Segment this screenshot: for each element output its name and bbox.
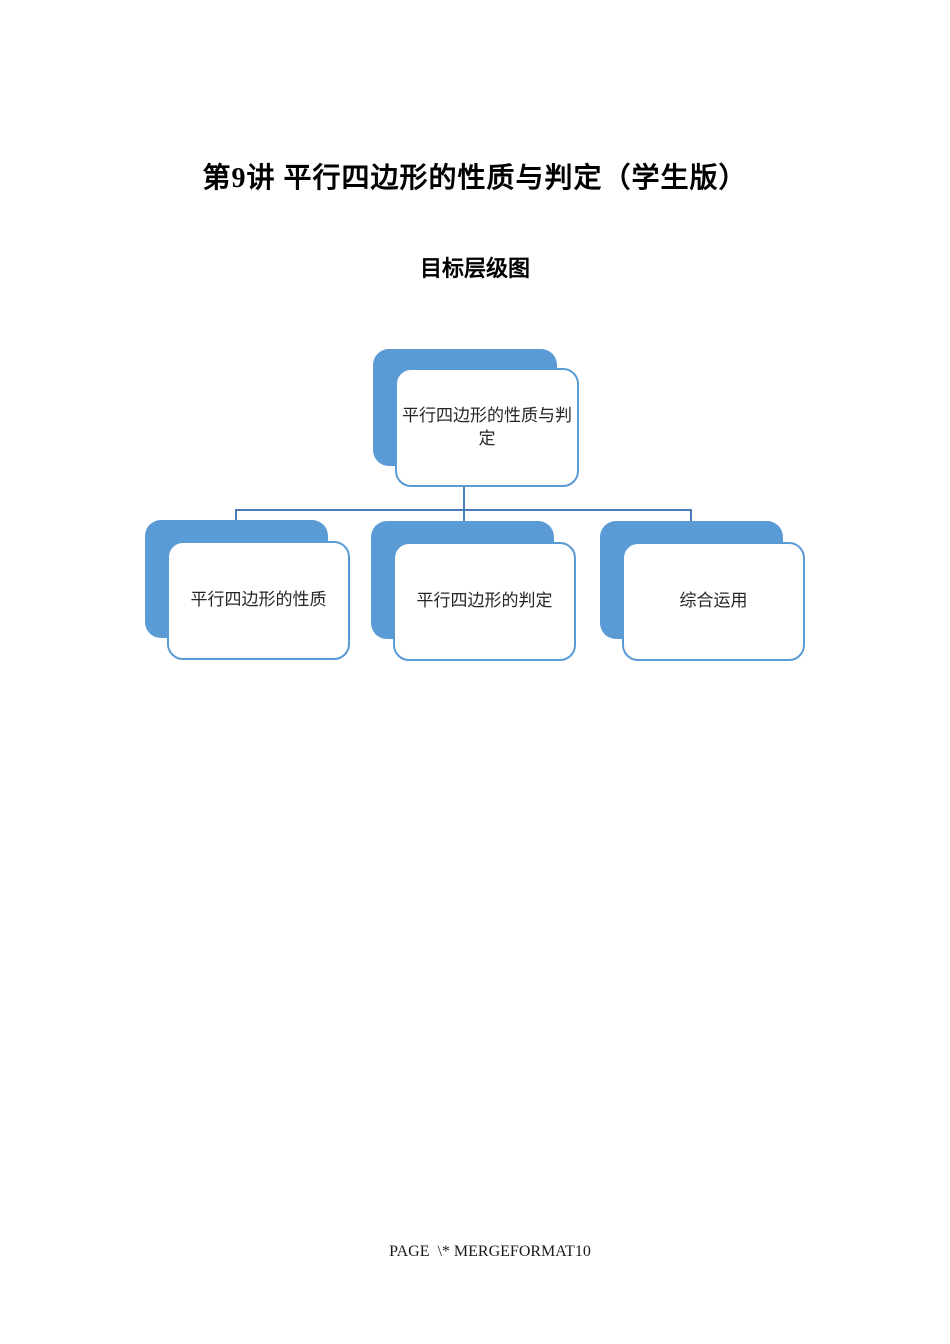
diagram-node-properties: 平行四边形的性质 [145,520,350,660]
node-card: 平行四边形的性质与判定 [395,368,579,487]
page-footer: PAGE \* MERGEFORMAT10 [389,1243,591,1260]
diagram-node-determination: 平行四边形的判定 [371,521,576,661]
document-title: 第9讲 平行四边形的性质与判定（学生版） [202,163,748,194]
connector-drop-right [690,509,692,522]
diagram-node-root: 平行四边形的性质与判定 [373,349,579,487]
node-label: 平行四边形的性质与判定 [402,405,572,448]
connector-drop-middle [463,509,465,523]
node-label: 平行四边形的判定 [416,591,553,611]
connector-root-stem [463,486,465,511]
hierarchy-diagram: 平行四边形的性质与判定 平行四边形的性质 平行四边形的判定 综合运用 [145,349,807,661]
diagram-node-comprehensive: 综合运用 [600,521,807,661]
connector-drop-left [235,509,237,522]
node-card: 平行四边形的性质 [167,541,350,660]
node-card: 平行四边形的判定 [393,542,576,661]
node-label: 综合运用 [679,591,748,611]
node-label: 平行四边形的性质 [190,590,327,610]
section-heading: 目标层级图 [419,256,530,281]
node-card: 综合运用 [622,542,805,661]
